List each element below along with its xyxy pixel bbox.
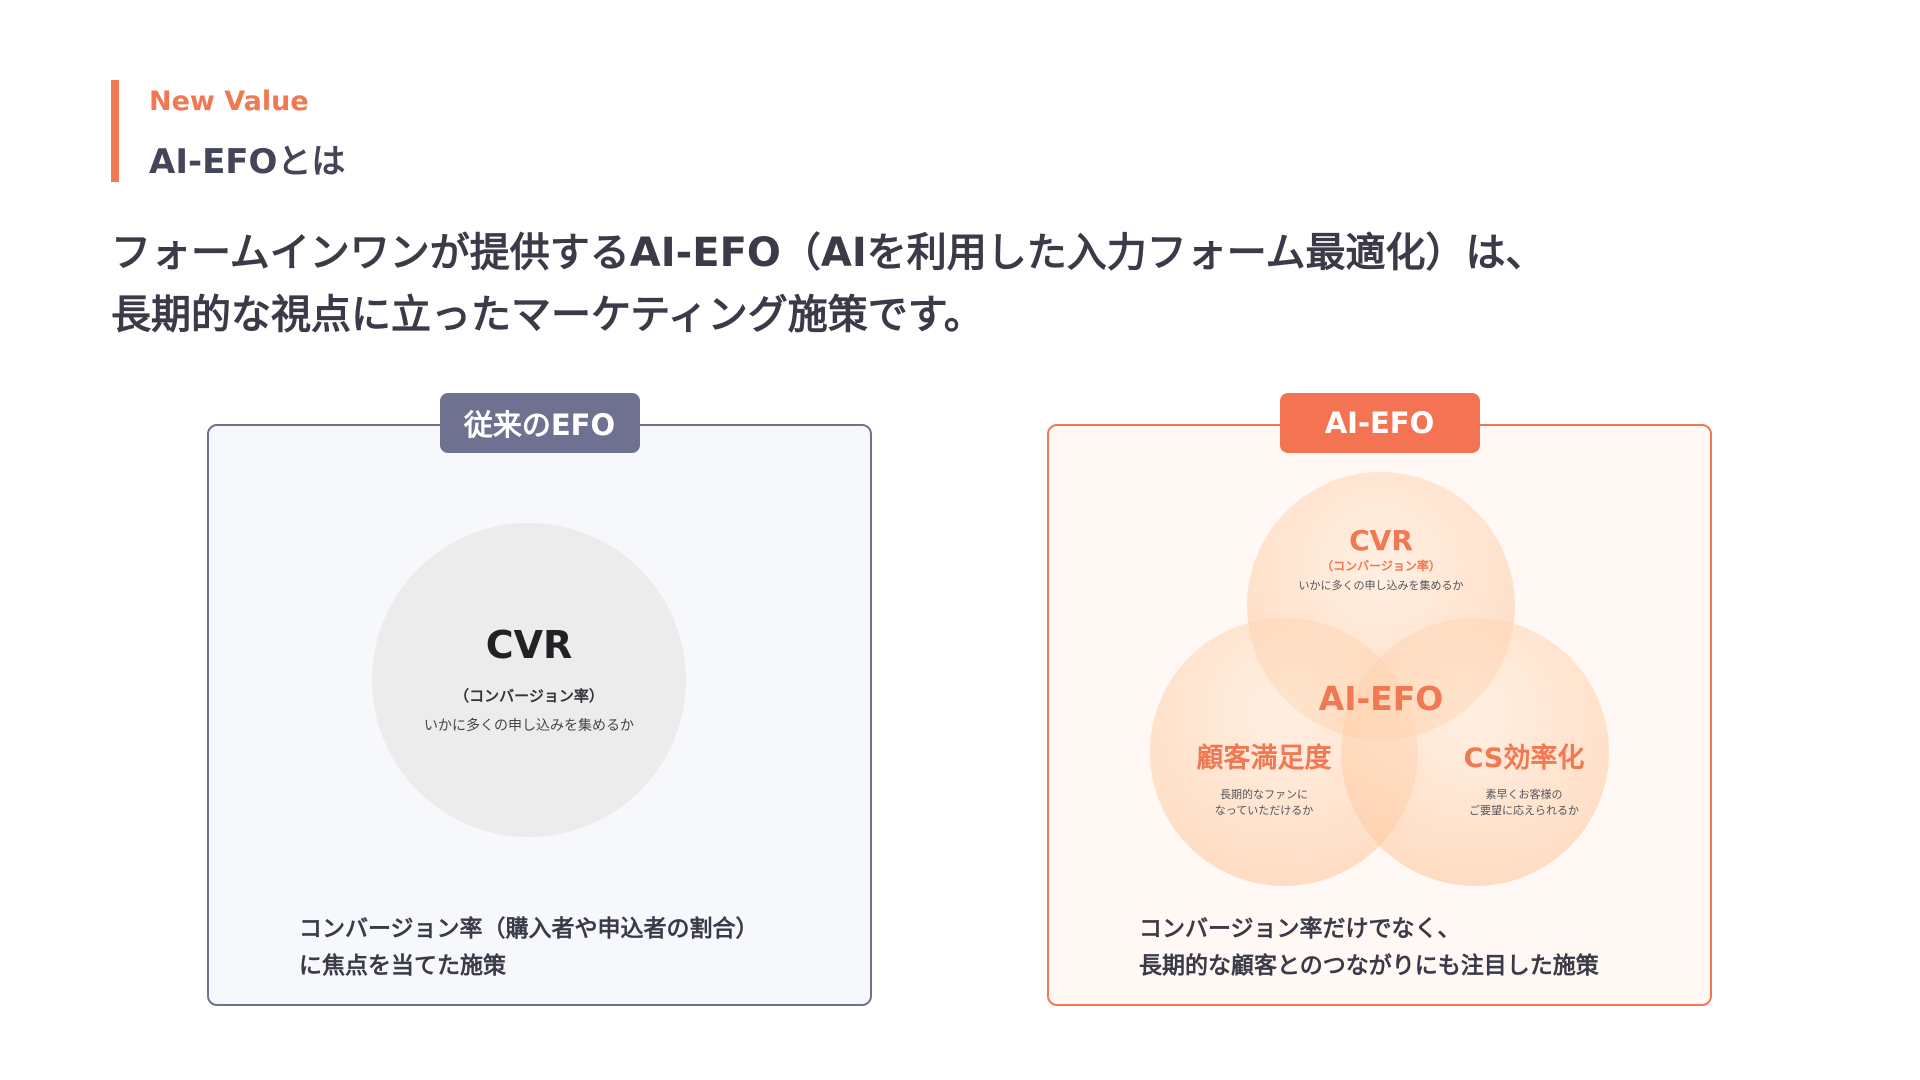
cvr-circle: CVR （コンバージョン率） いかに多くの申し込みを集めるか bbox=[372, 523, 686, 837]
venn-label-cvr: CVR （コンバージョン率） いかに多くの申し込みを集めるか bbox=[1247, 524, 1515, 594]
lead-text: フォームインワンが提供するAI-EFO（AIを利用した入力フォーム最適化）は、 … bbox=[111, 222, 1811, 346]
venn-cvr-description: いかに多くの申し込みを集めるか bbox=[1298, 579, 1464, 592]
cvr-description: いかに多くの申し込みを集めるか bbox=[424, 718, 634, 734]
venn-diagram: CVR （コンバージョン率） いかに多くの申し込みを集めるか AI-EFO 顧客… bbox=[1049, 426, 1714, 1008]
traditional-efo-caption: コンバージョン率（購入者や申込者の割合） に焦点を当てた施策 bbox=[299, 911, 759, 985]
section-title: AI-EFOとは bbox=[149, 142, 346, 182]
ai-caption-line-2: 長期的な顧客とのつながりにも注目した施策 bbox=[1139, 953, 1599, 979]
lead-line-1: フォームインワンが提供するAI-EFO（AIを利用した入力フォーム最適化）は、 bbox=[111, 230, 1546, 276]
cvr-title: CVR bbox=[485, 623, 573, 667]
traditional-efo-tag: 従来のEFO bbox=[439, 393, 640, 453]
section-header: New Value AI-EFOとは bbox=[111, 80, 345, 182]
caption-line-2: に焦点を当てた施策 bbox=[299, 953, 506, 979]
venn-satisfaction-desc-line-1: 長期的なファンに bbox=[1220, 788, 1308, 801]
ai-efo-tag: AI-EFO bbox=[1279, 393, 1480, 453]
venn-center-title: AI-EFO bbox=[1318, 679, 1444, 718]
venn-label-cs: CS効率化 素早くお客様の ご要望に応えられるか bbox=[1429, 736, 1619, 819]
venn-label-satisfaction: 顧客満足度 長期的なファンに なっていただけるか bbox=[1169, 736, 1359, 819]
ai-efo-panel: AI-EFO CVR （コンバージョン率） いかに多くの申し込みを集めるか AI… bbox=[1047, 393, 1714, 1008]
venn-circle-cs bbox=[1341, 618, 1609, 886]
ai-efo-caption: コンバージョン率だけでなく、 長期的な顧客とのつながりにも注目した施策 bbox=[1139, 911, 1599, 985]
venn-satisfaction-title: 顧客満足度 bbox=[1196, 743, 1332, 774]
venn-cs-description: 素早くお客様の ご要望に応えられるか bbox=[1429, 787, 1619, 819]
venn-label-center: AI-EFO bbox=[1281, 679, 1481, 718]
ai-caption-line-1: コンバージョン率だけでなく、 bbox=[1139, 916, 1461, 942]
traditional-efo-panel: 従来のEFO CVR （コンバージョン率） いかに多くの申し込みを集めるか コン… bbox=[207, 393, 872, 1006]
caption-line-1: コンバージョン率（購入者や申込者の割合） bbox=[299, 916, 759, 942]
venn-cs-title: CS効率化 bbox=[1463, 743, 1585, 774]
venn-cs-desc-line-2: ご要望に応えられるか bbox=[1469, 804, 1579, 817]
venn-satisfaction-desc-line-2: なっていただけるか bbox=[1214, 804, 1314, 817]
venn-cvr-subtitle: （コンバージョン率） bbox=[1321, 559, 1441, 573]
section-eyebrow: New Value bbox=[149, 86, 309, 117]
venn-satisfaction-description: 長期的なファンに なっていただけるか bbox=[1169, 787, 1359, 819]
cvr-subtitle: （コンバージョン率） bbox=[454, 687, 604, 705]
lead-line-2: 長期的な視点に立ったマーケティング施策です。 bbox=[111, 292, 984, 338]
venn-cs-desc-line-1: 素早くお客様の bbox=[1485, 788, 1563, 801]
venn-cvr-title: CVR bbox=[1349, 524, 1413, 557]
